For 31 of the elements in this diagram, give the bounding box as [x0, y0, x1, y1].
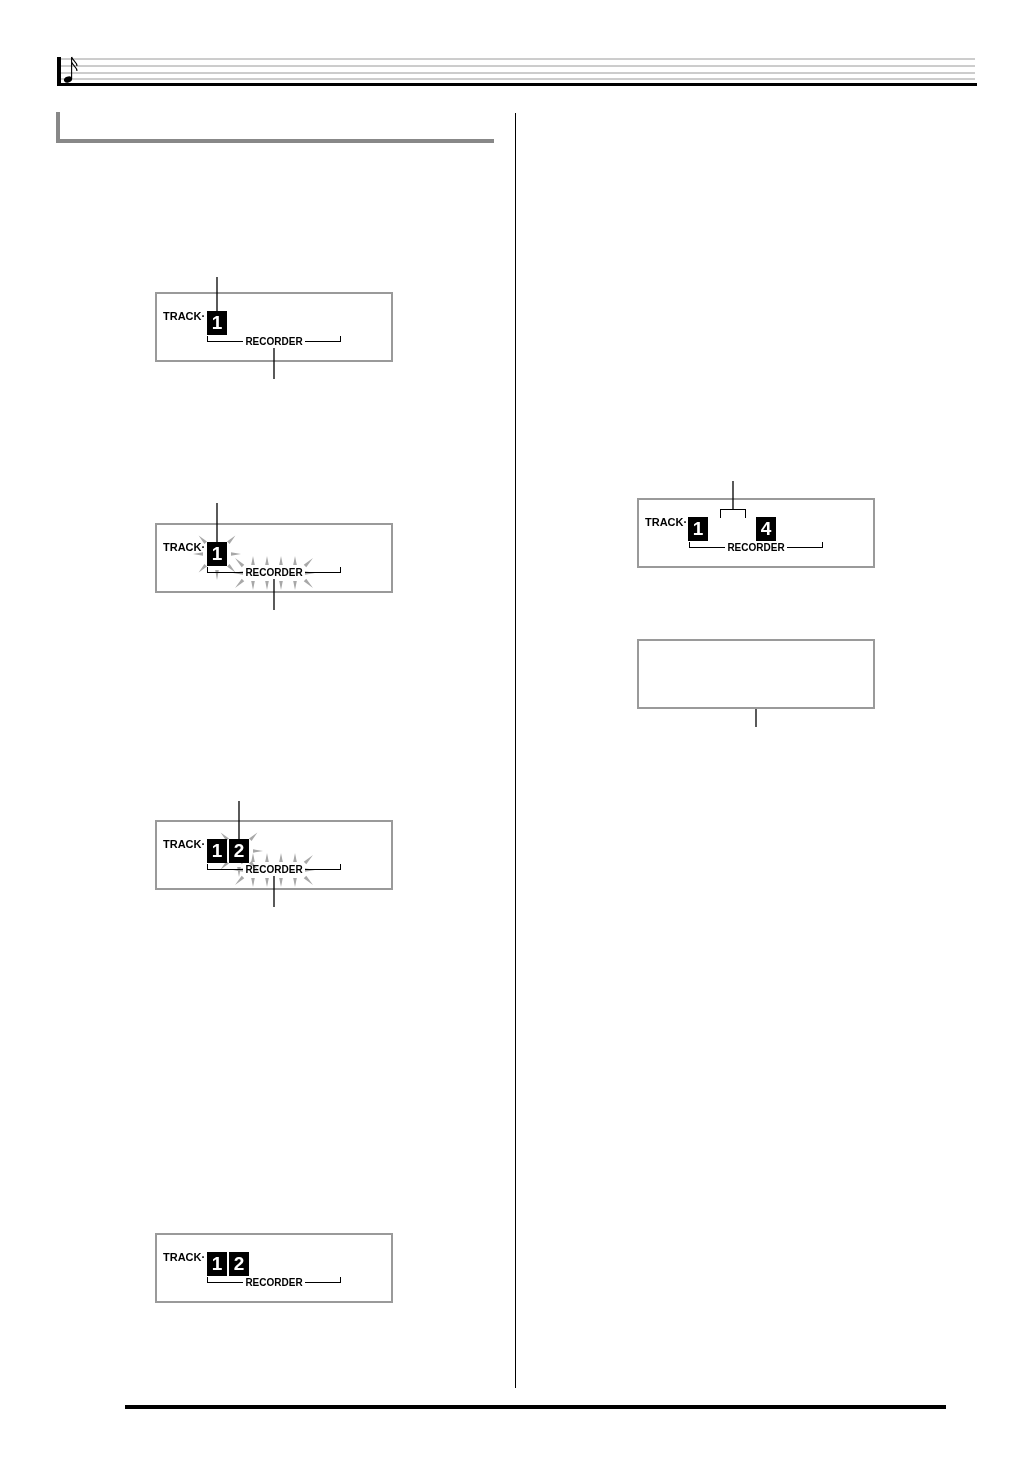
leader-line — [216, 276, 218, 312]
lcd-display — [155, 292, 393, 362]
track-label: TRACK· — [163, 310, 206, 323]
track-number: 1 — [207, 839, 227, 863]
bracket — [720, 509, 746, 518]
lcd-display — [155, 523, 393, 593]
track-number: 1 — [207, 311, 227, 335]
leader-line — [732, 480, 734, 510]
track-number: 1 — [207, 1252, 227, 1276]
recorder-indicator: RECORDER — [207, 567, 341, 579]
track-label: TRACK· — [163, 838, 206, 851]
track-number: 2 — [229, 839, 249, 863]
recorder-indicator: RECORDER — [207, 1277, 341, 1289]
recorder-indicator: RECORDER — [207, 336, 341, 348]
track-label: TRACK· — [163, 1251, 206, 1264]
recorder-indicator: RECORDER — [207, 864, 341, 876]
track-label: TRACK· — [645, 516, 688, 529]
track-number: 1 — [688, 517, 708, 541]
track-number: 2 — [229, 1252, 249, 1276]
track-number: 4 — [756, 517, 776, 541]
leader-line — [273, 347, 275, 380]
track-label: TRACK· — [163, 541, 206, 554]
lcd-display — [637, 639, 875, 709]
lcd-display — [155, 1233, 393, 1303]
leader-line — [755, 708, 757, 728]
leader-line — [273, 875, 275, 908]
lcd-display — [155, 820, 393, 890]
leader-line — [273, 578, 275, 611]
recorder-indicator: RECORDER — [689, 542, 823, 554]
lcd-display — [637, 498, 875, 568]
track-number: 1 — [207, 542, 227, 566]
